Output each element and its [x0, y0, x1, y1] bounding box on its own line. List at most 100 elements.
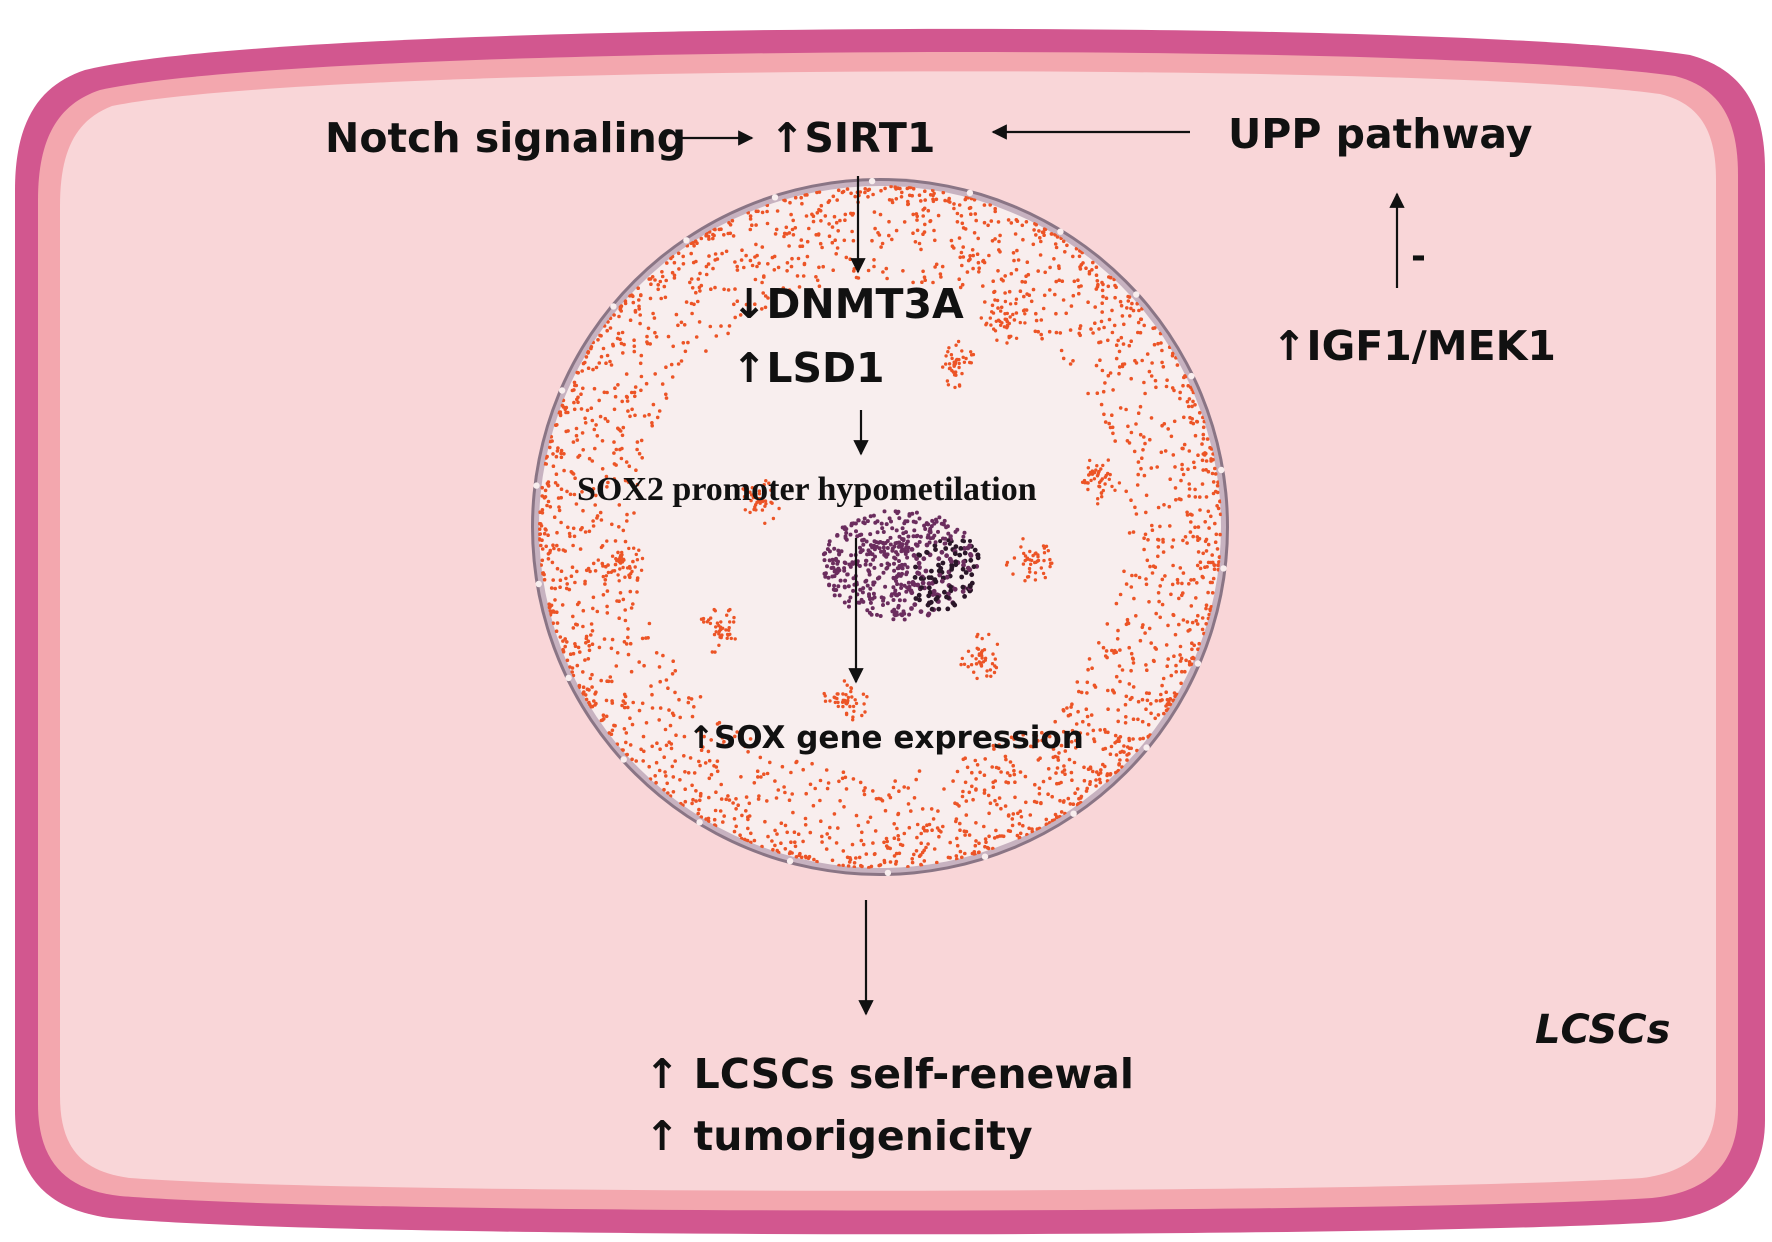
- chromatin-dot: [905, 186, 910, 191]
- chromatin-dot: [1125, 745, 1130, 749]
- chromatin-dot: [752, 838, 757, 843]
- chromatin-dot: [553, 586, 557, 591]
- chromatin-dot: [1036, 558, 1041, 563]
- chromatin-dot: [1155, 465, 1159, 469]
- chromatin-dot: [640, 556, 645, 561]
- chromatin-dot: [1053, 233, 1057, 237]
- chromatin-dot: [1029, 744, 1033, 749]
- chromatin-dot: [1113, 295, 1117, 300]
- chromatin-dot: [975, 763, 980, 767]
- chromatin-dot: [828, 699, 832, 703]
- chromatin-dot: [1012, 737, 1016, 741]
- chromatin-dot: [838, 799, 842, 803]
- chromatin-dot: [962, 360, 967, 364]
- chromatin-dot: [1014, 744, 1018, 749]
- nuclear-pore: [1220, 565, 1227, 572]
- nucleolus-dot: [851, 576, 856, 581]
- chromatin-dot: [964, 799, 969, 803]
- chromatin-dot: [647, 277, 651, 281]
- chromatin-dot: [988, 316, 992, 320]
- chromatin-dot: [1022, 294, 1026, 299]
- chromatin-dot: [754, 503, 758, 507]
- chromatin-dot: [650, 706, 655, 710]
- chromatin-dot: [641, 759, 645, 763]
- nucleolus-dot: [962, 530, 967, 535]
- chromatin-dot: [632, 338, 636, 343]
- chromatin-dot: [1181, 571, 1186, 575]
- chromatin-dot: [1104, 649, 1109, 653]
- chromatin-dot: [572, 380, 577, 385]
- chromatin-dot: [1124, 582, 1129, 586]
- chromatin-dot: [1161, 365, 1166, 369]
- chromatin-dot: [963, 851, 967, 856]
- chromatin-dot: [771, 516, 776, 521]
- chromatin-dot: [698, 798, 702, 803]
- chromatin-dot: [591, 595, 596, 600]
- chromatin-dot: [1012, 318, 1017, 322]
- chromatin-dot: [670, 270, 675, 275]
- chromatin-dot: [980, 649, 985, 653]
- chromatin-dot: [1078, 326, 1082, 331]
- chromatin-dot: [892, 822, 896, 826]
- nucleolus-dot: [960, 589, 966, 594]
- chromatin-dot: [951, 370, 956, 374]
- chromatin-dot: [605, 679, 609, 683]
- chromatin-dot: [1118, 758, 1122, 762]
- chromatin-dot: [1166, 702, 1171, 707]
- nucleolus-dot: [865, 583, 870, 588]
- chromatin-dot: [1173, 465, 1177, 469]
- chromatin-dot: [720, 251, 724, 256]
- chromatin-dot: [663, 770, 667, 774]
- chromatin-dot: [968, 360, 972, 365]
- chromatin-dot: [1094, 363, 1099, 368]
- chromatin-dot: [1063, 250, 1067, 254]
- chromatin-dot: [1041, 779, 1046, 784]
- chromatin-dot: [540, 508, 545, 512]
- chromatin-dot: [1064, 311, 1068, 316]
- chromatin-dot: [947, 346, 951, 350]
- chromatin-dot: [1068, 328, 1073, 332]
- chromatin-dot: [796, 256, 801, 261]
- chromatin-dot: [1154, 611, 1158, 616]
- chromatin-dot: [1130, 301, 1134, 306]
- chromatin-dot: [955, 857, 959, 861]
- nucleolus-dot: [880, 526, 885, 531]
- chromatin-dot: [697, 320, 702, 324]
- chromatin-dot: [830, 858, 835, 863]
- chromatin-dot: [852, 267, 857, 271]
- chromatin-dot: [762, 275, 766, 279]
- chromatin-dot: [1117, 762, 1121, 766]
- chromatin-dot: [640, 456, 644, 460]
- chromatin-dot: [603, 582, 607, 586]
- chromatin-dot: [639, 374, 644, 379]
- chromatin-dot: [1187, 397, 1192, 401]
- chromatin-dot: [983, 844, 987, 849]
- chromatin-dot: [884, 266, 889, 271]
- chromatin-dot: [587, 700, 591, 705]
- chromatin-dot: [1006, 814, 1011, 818]
- chromatin-dot: [1075, 787, 1080, 791]
- chromatin-dot: [1149, 641, 1153, 645]
- chromatin-dot: [1091, 260, 1095, 265]
- chromatin-dot: [573, 580, 577, 585]
- chromatin-dot: [702, 734, 706, 739]
- chromatin-dot: [788, 200, 792, 205]
- chromatin-dot: [731, 234, 736, 238]
- chromatin-dot: [1077, 291, 1081, 296]
- chromatin-dot: [967, 790, 972, 795]
- chromatin-dot: [1012, 556, 1017, 560]
- chromatin-dot: [1201, 468, 1205, 472]
- nucleolus-dot: [914, 556, 919, 561]
- chromatin-dot: [1025, 556, 1030, 560]
- chromatin-dot: [1158, 524, 1162, 529]
- chromatin-dot: [748, 214, 753, 218]
- chromatin-dot: [1086, 487, 1090, 492]
- nucleolus-dot: [861, 542, 866, 547]
- chromatin-dot: [1058, 331, 1063, 335]
- chromatin-dot: [1103, 654, 1108, 658]
- chromatin-dot: [629, 606, 634, 610]
- chromatin-dot: [1046, 549, 1051, 553]
- chromatin-dot: [919, 247, 923, 252]
- chromatin-dot: [719, 797, 724, 801]
- chromatin-dot: [1191, 534, 1195, 539]
